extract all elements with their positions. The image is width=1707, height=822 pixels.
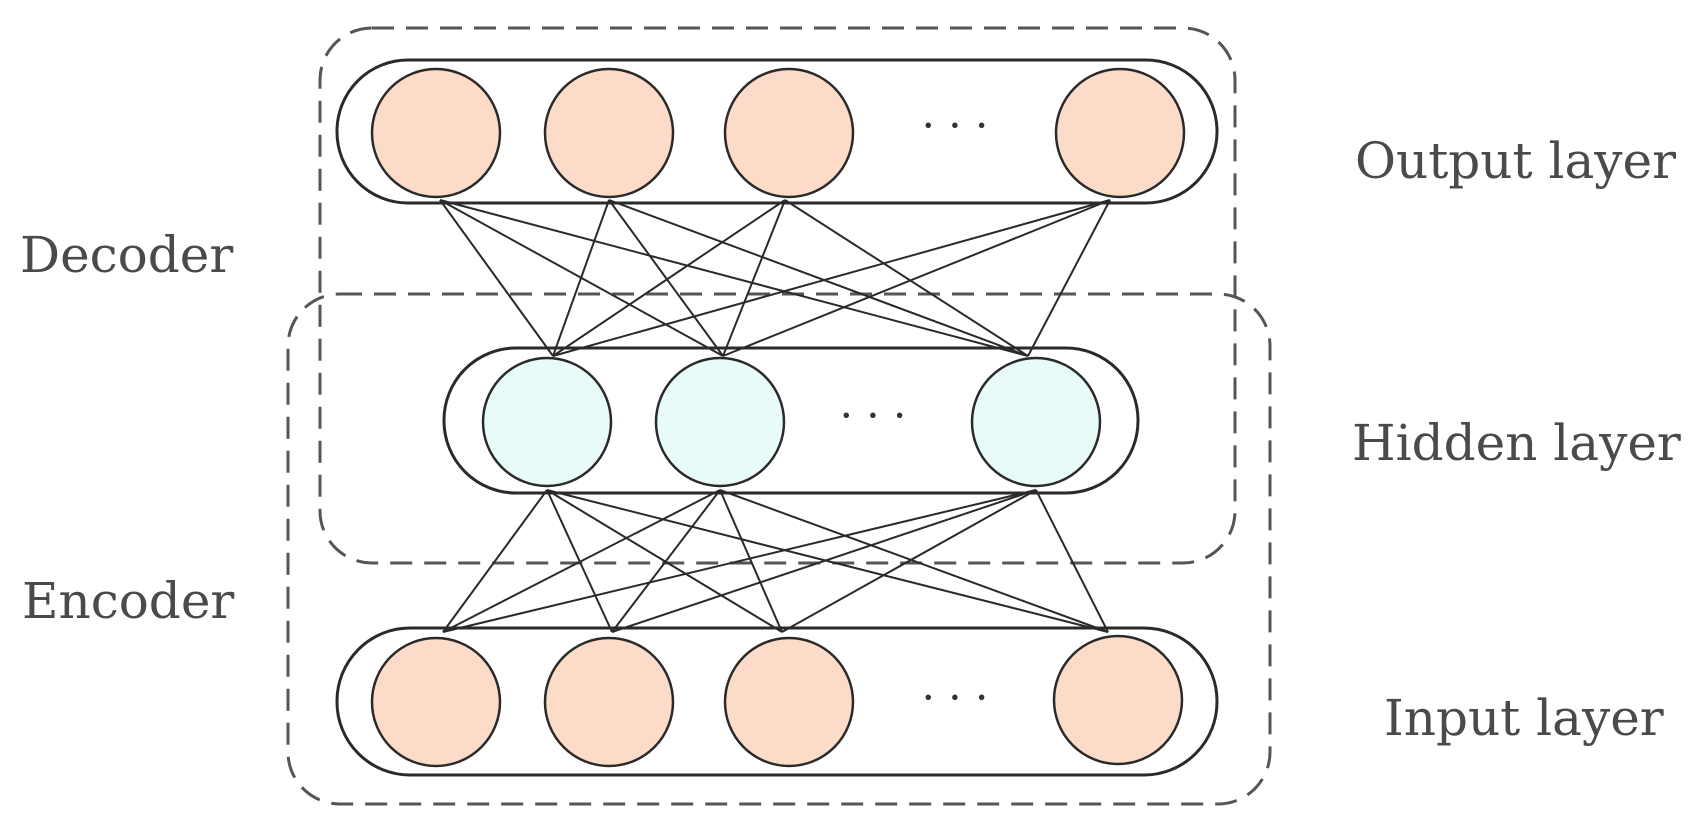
decoder-connection-line (439, 199, 1029, 357)
encoder-label: Encoder (22, 572, 234, 630)
encoder-connection-line (442, 489, 1037, 633)
encoder-connection-line (1035, 489, 1109, 633)
output-node (543, 67, 675, 199)
encoder-connection-line (611, 489, 1037, 633)
decoder-connection-line (552, 199, 786, 357)
decoder-connection-line (608, 199, 724, 357)
hidden-node (654, 356, 786, 488)
encoder-connection-line (442, 489, 721, 633)
encoder-connection-line (719, 489, 1109, 633)
encoder-connection-line (611, 489, 721, 633)
encoder-connection-line (781, 489, 1037, 633)
decoder-connections (439, 199, 1111, 357)
input-node (370, 636, 502, 768)
hidden-node (970, 356, 1102, 488)
decoder-connection-line (1027, 199, 1111, 357)
decoder-connection-line (784, 199, 1029, 357)
input-node (723, 636, 855, 768)
input-layer-label: Input layer (1384, 689, 1664, 747)
output-layer-label: Output layer (1355, 132, 1676, 190)
hidden-layer-capsule (442, 346, 1140, 495)
decoder-connection-line (552, 199, 1111, 357)
input-node (543, 636, 675, 768)
decoder-connection-line (722, 199, 1111, 357)
output-node (370, 67, 502, 199)
input-layer-ellipsis: · · · (922, 673, 989, 722)
hidden-layer-label: Hidden layer (1352, 414, 1681, 472)
output-layer-capsule (335, 58, 1219, 205)
decoder-connection-line (552, 199, 610, 357)
output-layer-ellipsis: · · · (922, 101, 989, 150)
encoder-connection-line (546, 489, 783, 633)
encoder-connection-line (442, 489, 548, 633)
decoder-label: Decoder (20, 226, 233, 284)
hidden-layer-ellipsis: · · · (840, 391, 907, 440)
decoder-connection-line (439, 199, 554, 357)
decoder-connection-line (722, 199, 786, 357)
encoder-connection-line (719, 489, 783, 633)
input-layer-nodes (370, 634, 1184, 768)
encoder-group-box (286, 292, 1272, 806)
encoder-connections (442, 489, 1109, 633)
output-layer-nodes (370, 67, 1186, 199)
output-node (1054, 67, 1186, 199)
encoder-connection-line (546, 489, 1109, 633)
output-node (723, 67, 855, 199)
hidden-node (481, 356, 613, 488)
hidden-layer-nodes (481, 356, 1102, 488)
decoder-connection-line (608, 199, 1029, 357)
input-node (1052, 634, 1184, 766)
